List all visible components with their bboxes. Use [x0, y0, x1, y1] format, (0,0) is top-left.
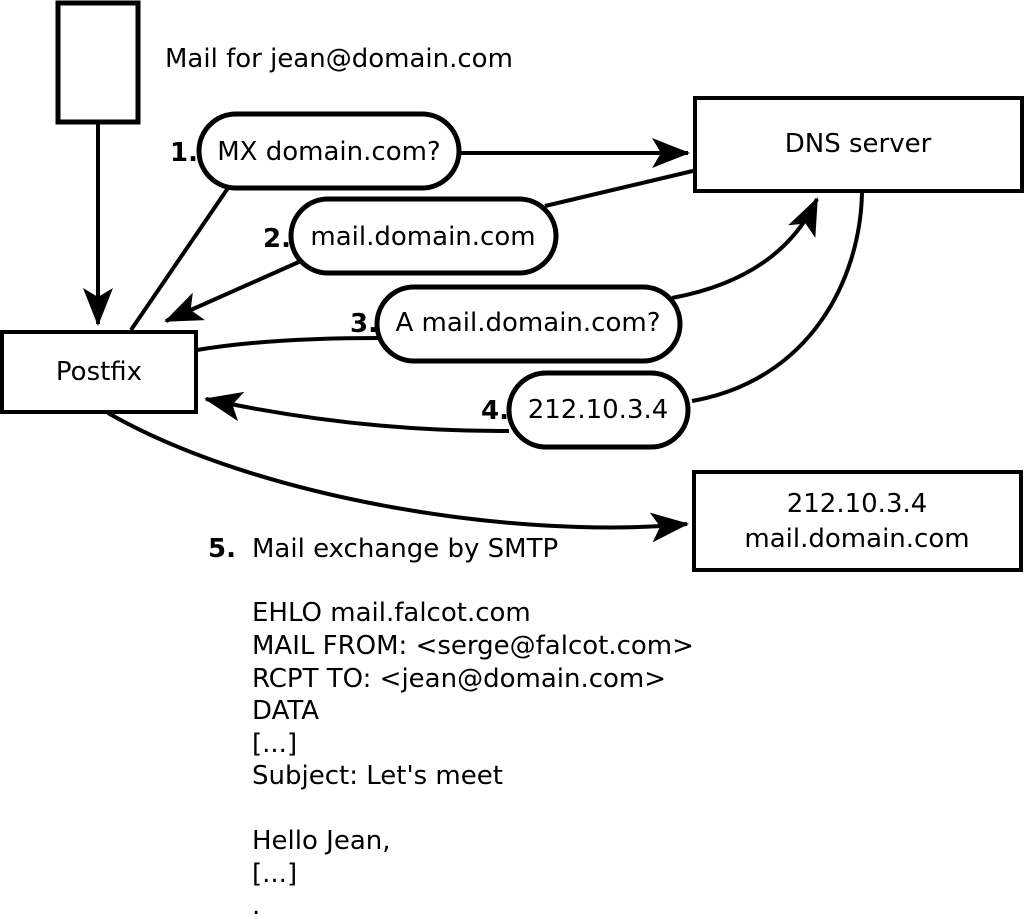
- step1-label: MX domain.com?: [217, 137, 440, 167]
- dns-to-a-answer-line: [691, 192, 864, 403]
- step2-mx-answer-pill: 2. mail.domain.com: [263, 196, 559, 276]
- postfix-label: Postfix: [56, 357, 142, 387]
- postfix-box: [0, 330, 198, 414]
- step2-pill-shape: [288, 196, 559, 276]
- destination-mailserver-node: 212.10.3.4 mail.domain.com: [692, 470, 1023, 572]
- a-query-to-dns-arrow: [671, 197, 819, 300]
- destination-hostname-label: mail.domain.com: [744, 524, 969, 554]
- smtp-session-transcript: EHLO mail.falcot.com MAIL FROM: <serge@f…: [252, 598, 694, 919]
- destination-box: [692, 470, 1023, 572]
- step5-smtp-caption: 5. Mail exchange by SMTP: [208, 534, 558, 564]
- a-answer-to-postfix-arrow: [204, 391, 510, 434]
- smtp-line: Subject: Let's meet: [252, 761, 503, 791]
- smtp-line: [...]: [252, 729, 297, 759]
- step5-label: Mail exchange by SMTP: [252, 534, 558, 564]
- mx-answer-to-postfix-arrow: [164, 259, 302, 323]
- step3-number: 3.: [350, 309, 378, 339]
- postfix-to-mailserver-smtp-arrow: [107, 411, 689, 543]
- smtp-line-terminator: .: [252, 891, 260, 919]
- step4-pill-shape: [506, 370, 691, 450]
- postfix-to-mx-query-line: [129, 186, 230, 332]
- step4-label: 212.10.3.4: [528, 395, 669, 425]
- step2-label: mail.domain.com: [310, 222, 535, 252]
- destination-ip-label: 212.10.3.4: [787, 489, 928, 519]
- smtp-line: Hello Jean,: [252, 826, 391, 856]
- step3-pill-shape: [374, 284, 683, 364]
- step3-a-query-pill: 3. A mail.domain.com?: [350, 284, 683, 364]
- smtp-line: DATA: [252, 696, 319, 726]
- mail-message-icon: [55, 0, 141, 125]
- step1-number: 1.: [170, 138, 198, 168]
- smtp-line: EHLO mail.falcot.com: [252, 598, 531, 628]
- step3-label: A mail.domain.com?: [396, 308, 661, 338]
- postfix-node: Postfix: [0, 330, 198, 414]
- header-label: Mail for jean@domain.com: [165, 44, 513, 74]
- step2-number: 2.: [263, 224, 291, 254]
- step4-a-answer-pill: 4. 212.10.3.4: [481, 370, 691, 450]
- dns-to-mx-answer-line: [544, 168, 698, 208]
- dns-server-box: [693, 96, 1024, 193]
- step1-pill-shape: [196, 111, 462, 191]
- dns-server-label: DNS server: [785, 129, 932, 159]
- step5-number: 5.: [208, 534, 236, 564]
- step4-number: 4.: [481, 396, 509, 426]
- postfix-to-a-query-line: [196, 336, 381, 352]
- dns-server-node: DNS server: [693, 96, 1024, 193]
- smtp-line: RCPT TO: <jean@domain.com>: [252, 664, 666, 694]
- smtp-line: [...]: [252, 859, 297, 889]
- smtp-line: MAIL FROM: <serge@falcot.com>: [252, 631, 694, 661]
- step1-mx-query-pill: 1. MX domain.com?: [170, 111, 462, 191]
